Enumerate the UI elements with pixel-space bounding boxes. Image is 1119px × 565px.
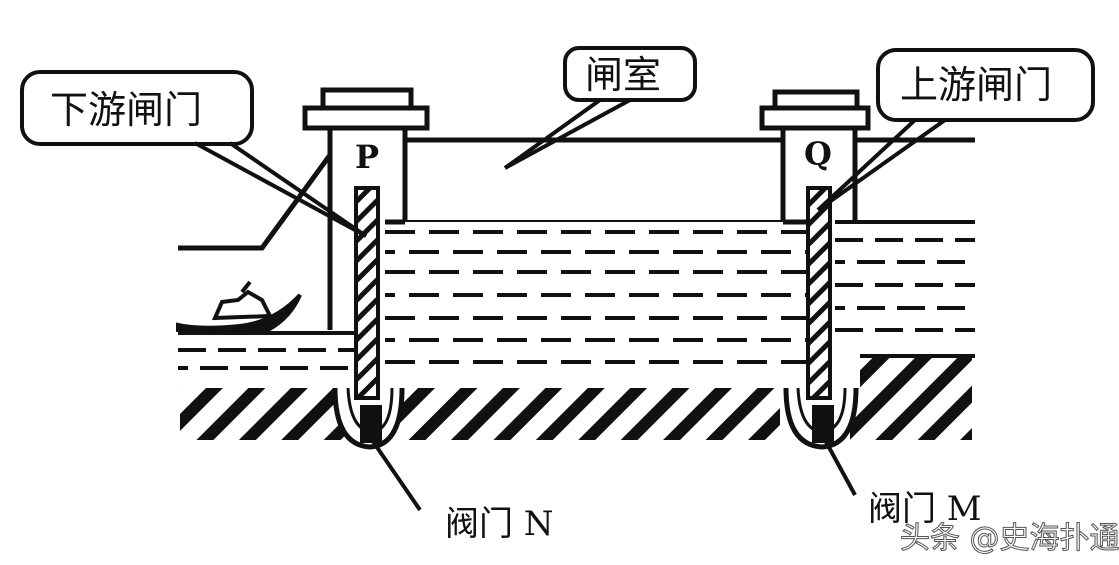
upstream-water [835,220,975,332]
callout-lock-chamber: 闸室 [503,46,697,170]
downstream-gate-housing [302,87,430,330]
valve-m-label: 阀门 M [868,489,982,529]
boat [176,280,302,335]
downstream-gate-label: 下游闸门 [50,88,202,132]
callout-upstream-gate: 上游闸门 [816,48,1095,212]
gate-q-label: Q [804,135,832,173]
downstream-gate [354,186,380,400]
chamber-water [385,220,810,364]
lock-chamber-label: 闸室 [585,53,661,97]
callout-downstream-gate: 下游闸门 [20,70,368,238]
upstream-gate-housing [759,89,871,222]
valve-n-label: 阀门 N [445,504,554,544]
upstream-gate-label: 上游闸门 [900,63,1052,107]
valve-n-block [360,405,382,443]
valve-m-leader [823,439,857,496]
watermark-text: 头条 @史海扑通 [900,521,1119,556]
valve-m-block [812,405,834,443]
gate-p-label: P [355,138,379,176]
upstream-gate [806,186,832,400]
valve-n-leader [370,438,422,512]
downstream-water [178,331,356,370]
downstream-bank [178,153,333,251]
chamber-wall [385,137,810,225]
